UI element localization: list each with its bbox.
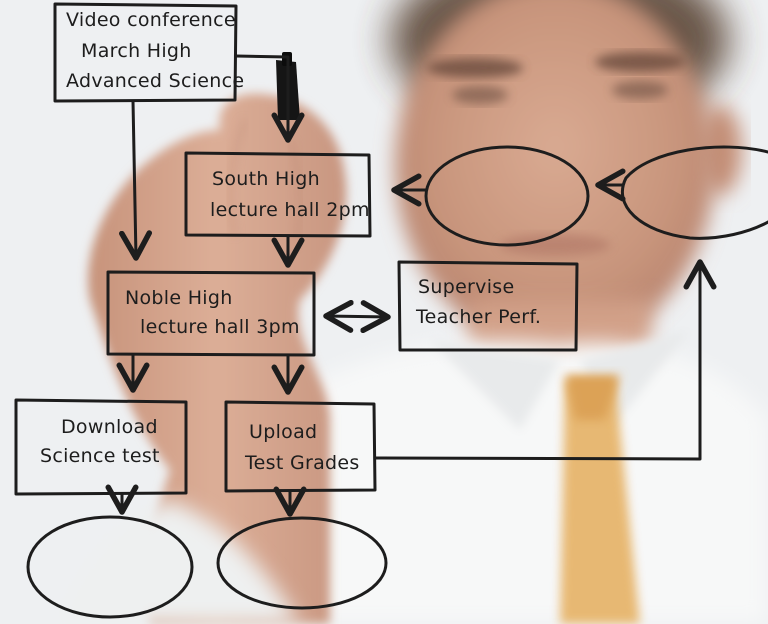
- video-conference-box: [53, 2, 238, 103]
- upload-line-2: Test Grades: [244, 452, 360, 474]
- download-line-1: Download: [61, 416, 158, 438]
- upload-box: [224, 400, 377, 493]
- oval-right: [620, 145, 768, 240]
- download-line-2: Science test: [40, 445, 160, 467]
- flowchart-ink: [14, 2, 768, 619]
- south-high-box: [184, 151, 372, 238]
- connector-video-to-noble: [119, 99, 153, 261]
- connector-video-to-south: [234, 54, 305, 143]
- noble-high-line-2: lecture hall 3pm: [140, 316, 300, 338]
- noble-high-line-1: Noble High: [125, 287, 233, 309]
- noble-high-box: [106, 270, 316, 357]
- box-labels: Video conference March High Advanced Sci…: [40, 9, 541, 474]
- oval-bottom-left: [26, 515, 194, 619]
- supervise-box: [397, 260, 579, 352]
- connector-upload-to-right-oval: [373, 259, 717, 461]
- video-conference-line-3: Advanced Science: [66, 70, 244, 92]
- south-high-line-2: lecture hall 2pm: [210, 199, 370, 221]
- upload-line-1: Upload: [249, 421, 317, 443]
- supervise-line-1: Supervise: [418, 276, 514, 298]
- video-conference-line-1: Video conference: [66, 9, 236, 31]
- connector-noble-supervise: [323, 299, 391, 334]
- oval-middle: [424, 145, 590, 247]
- video-conference-line-2: March High: [81, 40, 192, 62]
- supervise-line-2: Teacher Perf.: [415, 306, 541, 328]
- download-box: [14, 398, 188, 496]
- oval-bottom-center: [216, 516, 388, 610]
- south-high-line-1: South High: [212, 168, 320, 190]
